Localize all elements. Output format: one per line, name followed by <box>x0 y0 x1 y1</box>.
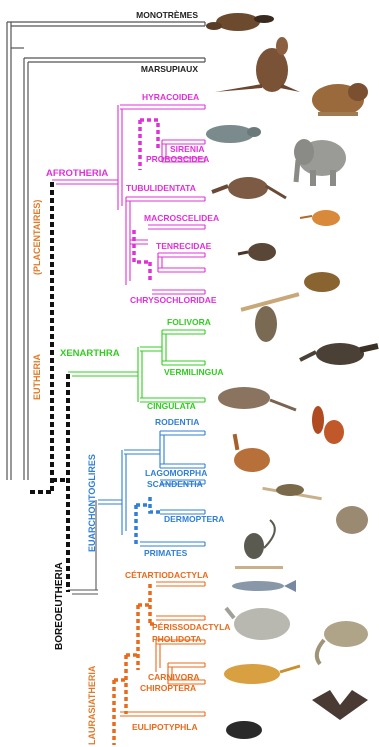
xenarthra-branches <box>68 330 205 402</box>
label-chiroptera: CHIROPTERA <box>140 683 196 693</box>
label-primates: PRIMATES <box>144 548 188 558</box>
pangolin-illustration <box>317 621 368 664</box>
rhinoceros-illustration <box>226 608 290 640</box>
label-vermilingua: VERMILINGUA <box>164 367 224 377</box>
treeshrew-illustration <box>262 484 322 500</box>
label-dermoptera: DERMOPTERA <box>164 514 224 524</box>
label-tubulidentata: TUBULIDENTATA <box>126 183 196 193</box>
label-marsupiaux: MARSUPIAUX <box>141 64 198 74</box>
anteater-illustration <box>300 343 378 365</box>
label-pholidota: PHOLIDOTA <box>152 634 201 644</box>
euarchontoglires-dashed-nodes <box>136 497 160 544</box>
label-cetartiodactyla: CÉTARTIODACTYLA <box>125 570 208 580</box>
bat-illustration <box>312 690 368 720</box>
laurasiatheria-dashed-nodes <box>114 584 156 745</box>
aardvark-illustration <box>212 177 286 199</box>
label-eulipotyphla: EULIPOTYPHLA <box>132 722 198 732</box>
label-eutheria: EUTHERIA <box>32 353 42 400</box>
hare-illustration <box>233 434 270 472</box>
label-afrotheria: AFROTHERIA <box>46 168 108 179</box>
afrotheria-branches <box>52 105 205 294</box>
label-scandentia: SCANDENTIA <box>147 479 203 489</box>
label-rodentia: RODENTIA <box>155 417 199 427</box>
elephant-shrew-illustration <box>300 210 340 226</box>
monkey-illustration <box>235 520 283 569</box>
tenrec-illustration <box>238 243 276 261</box>
label-macroscelidea: MACROSCELIDEA <box>144 213 219 223</box>
label-monotremes: MONOTRÈMES <box>136 10 198 20</box>
kangaroo-illustration <box>215 37 300 92</box>
colugo-illustration <box>336 506 368 534</box>
label-hyracoidea: HYRACOIDEA <box>142 92 199 102</box>
label-placentaires: (PLACENTAIRES) <box>32 200 42 275</box>
label-carnivora: CARNIVORA <box>148 672 199 682</box>
afrotheria-dashed-nodes <box>134 120 158 280</box>
label-proboscidea: PROBOSCIDEA <box>146 154 209 164</box>
label-chrysochloridae: CHRYSOCHLORIDAE <box>130 295 217 305</box>
label-lagomorpha: LAGOMORPHA <box>145 468 207 478</box>
mole-illustration <box>226 721 262 739</box>
leopard-illustration <box>224 664 300 684</box>
label-cingulata: CINGULATA <box>147 401 196 411</box>
label-folivora: FOLIVORA <box>167 317 211 327</box>
elephant-illustration <box>294 139 346 186</box>
label-euarchontoglires: EUARCHONTOGLIRES <box>87 454 97 552</box>
golden-mole-illustration <box>304 272 340 292</box>
manatee-illustration <box>206 125 261 143</box>
label-sirenia: SIRENIA <box>170 144 204 154</box>
laurasiatheria-branches <box>120 582 205 716</box>
dolphin-illustration <box>232 580 296 592</box>
label-xenarthra: XENARTHRA <box>60 348 120 359</box>
clade-labels: MONOTRÈMES MARSUPIAUX HYRACOIDEA SIRENIA… <box>32 10 230 745</box>
armadillo-illustration <box>218 387 296 410</box>
label-perissodactyla: PÉRISSODACTYLA <box>152 622 230 632</box>
label-tenrecidae: TENRECIDAE <box>156 241 212 251</box>
squirrel-illustration <box>312 406 344 444</box>
animal-illustrations <box>206 13 378 739</box>
hyrax-illustration <box>312 83 368 116</box>
platypus-illustration <box>206 13 274 31</box>
sloth-illustration <box>241 292 300 342</box>
label-laurasiatheria: LAURASIATHERIA <box>87 665 97 745</box>
label-boreoeutheria: BOREOEUTHERIA <box>54 562 65 650</box>
